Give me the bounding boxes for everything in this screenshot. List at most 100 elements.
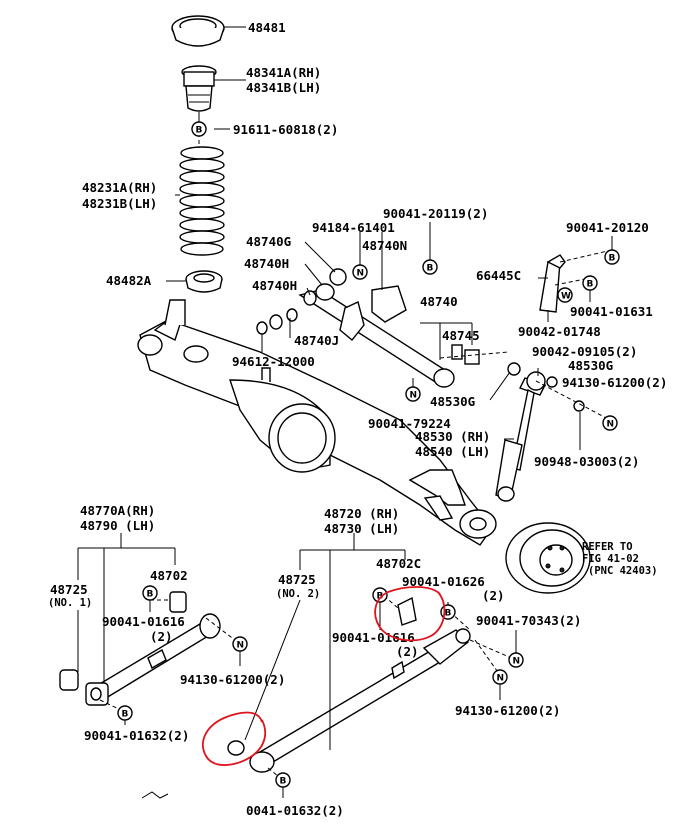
bracket-66445c <box>539 254 566 313</box>
svg-text:B: B <box>427 264 434 274</box>
svg-text:W: W <box>561 292 571 302</box>
leader-lines <box>77 128 613 798</box>
label-48481: 48481 <box>248 20 286 35</box>
callout-n-61200-c: N <box>492 669 508 685</box>
callout-b-01631: B <box>582 275 598 291</box>
svg-text:B: B <box>587 280 594 290</box>
bumper-48341 <box>181 65 217 112</box>
label-48725-a-sub: (NO. 1) <box>48 597 92 609</box>
label-48540: 48540 (LH) <box>415 444 490 459</box>
callout-b-01616-a: B <box>142 585 158 601</box>
lower-control-arm-48720 <box>227 596 471 773</box>
label-48530g-b: 48530G <box>430 394 475 409</box>
svg-text:B: B <box>445 609 452 619</box>
label-48482a: 48482A <box>106 273 152 288</box>
label-48720: 48720 (RH) <box>324 506 399 521</box>
svg-text:B: B <box>609 254 616 264</box>
label-48725-a: 48725 <box>50 582 88 597</box>
brake-drum <box>505 522 591 594</box>
svg-text:N: N <box>357 269 365 279</box>
highlight-circle-bushing-48725 <box>202 711 267 766</box>
lower-seat-48482a <box>185 270 223 293</box>
refer-line-2: FIG 41-02 <box>582 553 639 565</box>
label-66445c: 66445C <box>476 268 521 283</box>
front-arrow-icon <box>141 791 169 799</box>
label-48740: 48740 <box>420 294 458 309</box>
upper-control-arm-48770a <box>59 591 221 706</box>
svg-text:B: B <box>122 710 129 720</box>
label-48745: 48745 <box>442 328 480 343</box>
callout-n-61200-b: N <box>232 636 248 652</box>
label-90041-70343: 90041-70343(2) <box>476 613 581 628</box>
svg-text:N: N <box>607 420 615 430</box>
label-48790: 48790 (LH) <box>80 518 155 533</box>
label-48725-b: 48725 <box>278 572 316 587</box>
label-90041-01631: 90041-01631 <box>570 304 653 319</box>
label-48770a: 48770A(RH) <box>80 503 155 518</box>
label-48725-b-sub: (NO. 2) <box>276 588 320 600</box>
label-48740h-1: 48740H <box>244 256 289 271</box>
svg-text:N: N <box>513 657 521 667</box>
refer-line-1: REFER TO <box>582 541 633 553</box>
label-90042-01748: 90042-01748 <box>518 324 601 339</box>
label-48730: 48730 (LH) <box>324 521 399 536</box>
label-48740g: 48740G <box>246 234 291 249</box>
label-90041-01626-qty: (2) <box>482 588 505 603</box>
callout-n-70343: N <box>508 652 524 668</box>
svg-text:B: B <box>280 777 287 787</box>
coil-spring-48231 <box>179 146 225 256</box>
callout-n-94184: N <box>352 264 368 280</box>
label-48341a: 48341A(RH) <box>246 65 321 80</box>
label-94130-61200-c: 94130-61200(2) <box>455 703 560 718</box>
callout-b-01632-a: B <box>117 705 133 721</box>
label-48341b: 48341B(LH) <box>246 80 321 95</box>
label-90041-01632-a: 90041-01632(2) <box>84 728 189 743</box>
label-48530g-a: 48530G <box>568 358 613 373</box>
callout-w: W <box>557 287 573 303</box>
lateral-rod-48740 <box>298 283 480 388</box>
label-48231b: 48231B(LH) <box>82 196 157 211</box>
bushings-48740h <box>256 268 347 335</box>
label-90041-20119: 90041-20119(2) <box>383 206 488 221</box>
highlight-circle-bushing-48702c <box>374 586 446 642</box>
label-90041-79224: 90041-79224 <box>368 416 451 431</box>
upper-seat-48481 <box>171 15 225 47</box>
callout-n-61200-a: N <box>602 415 618 431</box>
label-48530: 48530 (RH) <box>415 429 490 444</box>
callout-b-01616-b: B <box>372 587 388 603</box>
label-90041-01632-b: 0041-01632(2) <box>246 803 344 818</box>
svg-text:B: B <box>196 126 203 136</box>
callout-b-20119: B <box>422 259 438 275</box>
callout-b-01632-b: B <box>275 772 291 788</box>
callout-b-20120: B <box>604 249 620 265</box>
label-94612: 94612-12000 <box>232 354 315 369</box>
callout-n-79224: N <box>405 386 421 402</box>
label-90041-01616-b: 90041-01616 <box>332 630 415 645</box>
label-90948: 90948-03003(2) <box>534 454 639 469</box>
label-91611: 91611-60818(2) <box>233 122 338 137</box>
part-labels: 48481 48341A(RH) 48341B(LH) 91611-60818(… <box>48 20 667 818</box>
svg-text:N: N <box>237 641 245 651</box>
label-90041-20120: 90041-20120 <box>566 220 649 235</box>
label-90041-01626: 90041-01626 <box>402 574 485 589</box>
label-94130-61200-a: 94130-61200(2) <box>562 375 667 390</box>
label-90041-01616-b-qty: (2) <box>396 644 419 659</box>
label-90041-01616-a: 90041-01616 <box>102 614 185 629</box>
svg-text:N: N <box>410 391 418 401</box>
svg-text:B: B <box>147 590 154 600</box>
label-48740h-2: 48740H <box>252 278 297 293</box>
label-48702c: 48702C <box>376 556 421 571</box>
label-94130-61200-b: 94130-61200(2) <box>180 672 285 687</box>
svg-text:B: B <box>377 592 384 602</box>
callout-b-91611: B <box>191 121 207 137</box>
label-48740j: 48740J <box>294 333 339 348</box>
svg-text:N: N <box>497 674 505 684</box>
label-90042-09105: 90042-09105(2) <box>532 344 637 359</box>
label-48231a: 48231A(RH) <box>82 180 157 195</box>
label-94184: 94184-61401 <box>312 220 395 235</box>
label-48740n: 48740N <box>362 238 407 253</box>
shock-absorber-48530 <box>495 362 585 502</box>
label-48702: 48702 <box>150 568 188 583</box>
